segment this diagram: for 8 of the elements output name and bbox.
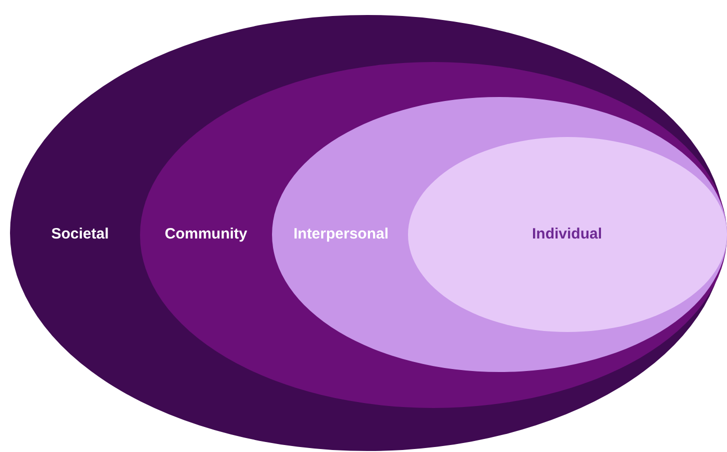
ellipse-ring (272, 97, 727, 372)
ring-label: Community (164, 226, 248, 242)
ellipse-ring (140, 62, 727, 408)
ring-label: Individual (532, 226, 602, 242)
ring-label: Interpersonal (293, 226, 389, 242)
ellipse-ring (408, 137, 727, 332)
ring-label: Societal (51, 226, 109, 242)
ellipse-ring (10, 15, 725, 451)
